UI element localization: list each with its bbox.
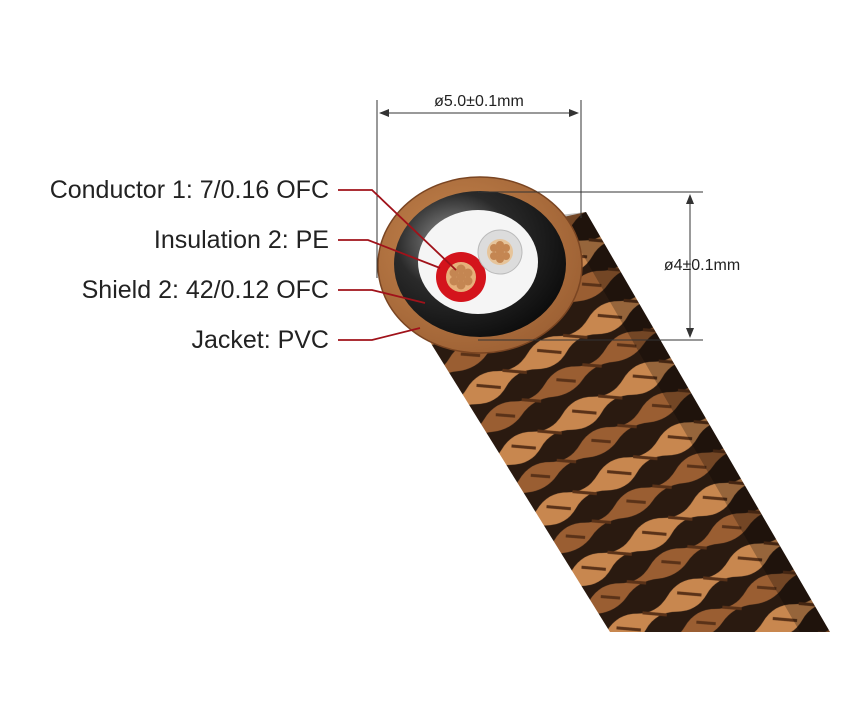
callout-conductor-leader (338, 189, 457, 271)
callouts: Conductor 1: 7/0.16 OFC Insulation 2: PE… (50, 176, 457, 354)
callout-shield-label: Shield 2: 42/0.12 OFC (82, 276, 329, 304)
callout-jacket-label: Jacket: PVC (191, 326, 329, 354)
outer-diameter-label: ø5.0±0.1mm (434, 93, 524, 110)
inner-diameter-dimension: ø4±0.1mm (478, 191, 740, 341)
conductor-white (477, 229, 523, 275)
arrowhead-top (686, 194, 694, 204)
callout-jacket-leader (338, 327, 421, 341)
arrowhead-right (569, 109, 579, 117)
cable-end-face (377, 176, 583, 354)
arrowhead-left (379, 109, 389, 117)
inner-diameter-label: ø4±0.1mm (664, 257, 740, 274)
callout-shield-leader (338, 289, 426, 304)
outer-diameter-dimension: ø5.0±0.1mm (376, 93, 582, 278)
braid-shadow (560, 212, 830, 632)
callout-insulation-leader (338, 239, 441, 269)
conductor-red (436, 252, 486, 302)
callout-insulation-label: Insulation 2: PE (154, 226, 329, 254)
arrowhead-bottom (686, 328, 694, 338)
callout-conductor-label: Conductor 1: 7/0.16 OFC (50, 176, 329, 204)
